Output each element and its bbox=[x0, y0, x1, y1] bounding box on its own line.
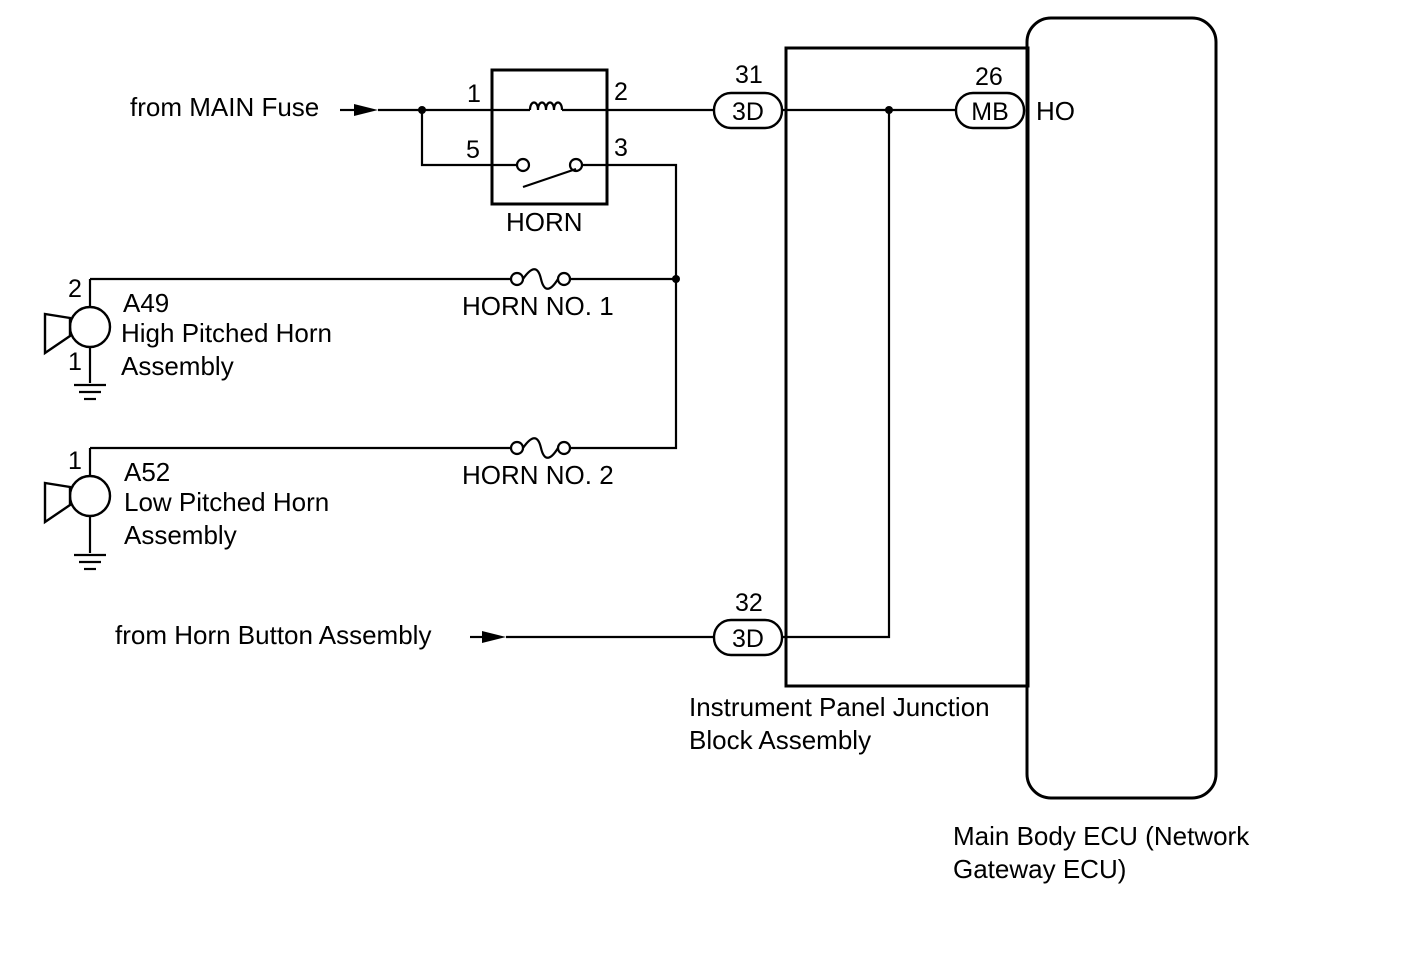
relay-name-label: HORN bbox=[506, 207, 583, 237]
low-horn-name-line2: Assembly bbox=[124, 520, 237, 550]
low-horn-code: A52 bbox=[124, 457, 170, 487]
ecu-name-line1: Main Body ECU (Network bbox=[953, 821, 1250, 851]
wire-internal-3d-32-to-mb bbox=[782, 110, 891, 639]
ecu-name-line2: Gateway ECU) bbox=[953, 854, 1126, 884]
junction-dot-internal bbox=[885, 106, 893, 114]
wire-main-to-relay-pin5 bbox=[420, 110, 492, 167]
junction-block-name-line2: Block Assembly bbox=[689, 725, 871, 755]
fuse-horn2-label: HORN NO. 2 bbox=[462, 460, 614, 490]
connector-mb-26-code: MB bbox=[971, 98, 1009, 126]
junction-block-name-line1: Instrument Panel Junction bbox=[689, 692, 990, 722]
low-horn-icon bbox=[43, 448, 112, 553]
connector-3d-31-code: 3D bbox=[732, 98, 764, 126]
fuse-horn1-label: HORN NO. 1 bbox=[462, 291, 614, 321]
low-horn-pin-top: 1 bbox=[68, 447, 82, 475]
ecu-terminal-ho: HO bbox=[1036, 96, 1075, 126]
horn-relay bbox=[490, 68, 609, 206]
relay-pin-5: 5 bbox=[466, 136, 480, 164]
fuse-horn1-icon bbox=[509, 268, 572, 290]
low-horn-name-line1: Low Pitched Horn bbox=[124, 487, 329, 517]
horn-button-input-label: from Horn Button Assembly bbox=[115, 620, 431, 650]
main-fuse-input-label: from MAIN Fuse bbox=[130, 92, 319, 122]
relay-coil-icon bbox=[492, 101, 607, 112]
junction-block-box bbox=[784, 46, 1030, 688]
high-horn-code: A49 bbox=[123, 288, 169, 318]
high-horn-name-line2: Assembly bbox=[121, 351, 234, 381]
wire-relay-pin3-to-horns bbox=[570, 163, 678, 450]
high-horn-icon bbox=[43, 279, 112, 383]
connector-mb-26-pin: 26 bbox=[975, 63, 1003, 91]
relay-pin-3: 3 bbox=[614, 134, 628, 162]
horn-button-arrow bbox=[470, 631, 506, 643]
main-fuse-arrow bbox=[340, 104, 378, 116]
relay-pin-1: 1 bbox=[467, 80, 481, 108]
fuse-horn2-icon bbox=[509, 437, 572, 459]
low-horn-ground-icon bbox=[74, 553, 106, 571]
high-horn-pin-top: 2 bbox=[68, 275, 82, 303]
main-body-ecu-box bbox=[1025, 16, 1218, 800]
connector-3d-31-pin: 31 bbox=[735, 61, 763, 89]
relay-switch-icon bbox=[492, 157, 607, 189]
high-horn-name-line1: High Pitched Horn bbox=[121, 318, 332, 348]
high-horn-pin-bottom: 1 bbox=[68, 348, 82, 376]
connector-3d-32-code: 3D bbox=[732, 625, 764, 653]
high-horn-ground-icon bbox=[74, 383, 106, 401]
relay-pin-2: 2 bbox=[614, 78, 628, 106]
connector-mb-26 bbox=[954, 91, 1026, 130]
connector-3d-32-pin: 32 bbox=[735, 589, 763, 617]
